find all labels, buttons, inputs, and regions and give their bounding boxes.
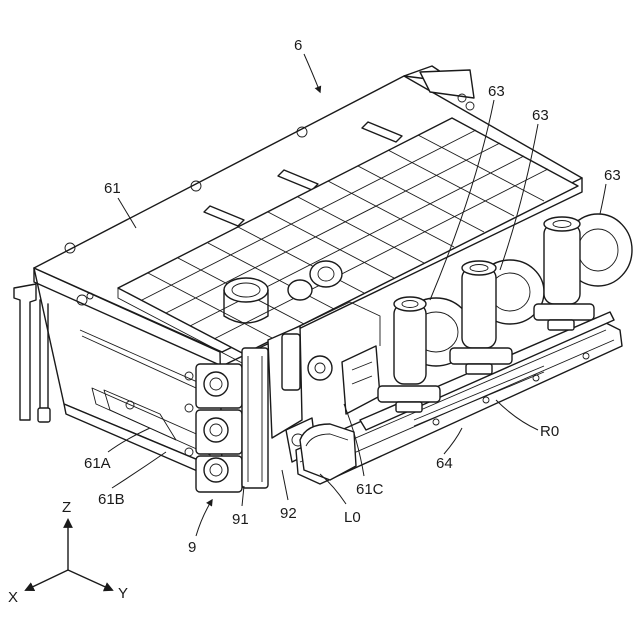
label-R0: R0 (540, 423, 559, 440)
axis-y-line (68, 570, 112, 590)
label-63-far: 63 (604, 167, 621, 184)
module-63-far (534, 214, 632, 330)
label-91: 91 (232, 511, 249, 528)
label-61B: 61B (98, 491, 125, 508)
axis-x-label: X (8, 589, 18, 606)
axis-x-line (26, 570, 68, 590)
label-63-near: 63 (488, 83, 505, 100)
label-L0: L0 (344, 509, 361, 526)
connector-stack (185, 348, 268, 492)
label-61C: 61C (356, 481, 384, 498)
label-6: 6 (294, 37, 302, 54)
label-61A: 61A (84, 455, 111, 472)
label-61: 61 (104, 180, 121, 197)
label-92: 92 (280, 505, 297, 522)
label-63-middle: 63 (532, 107, 549, 124)
label-64: 64 (436, 455, 453, 472)
axis-z-label: Z (62, 499, 71, 516)
label-9: 9 (188, 539, 196, 556)
axis-y-label: Y (118, 585, 128, 602)
axis-indicator: Z X Y (8, 499, 128, 606)
